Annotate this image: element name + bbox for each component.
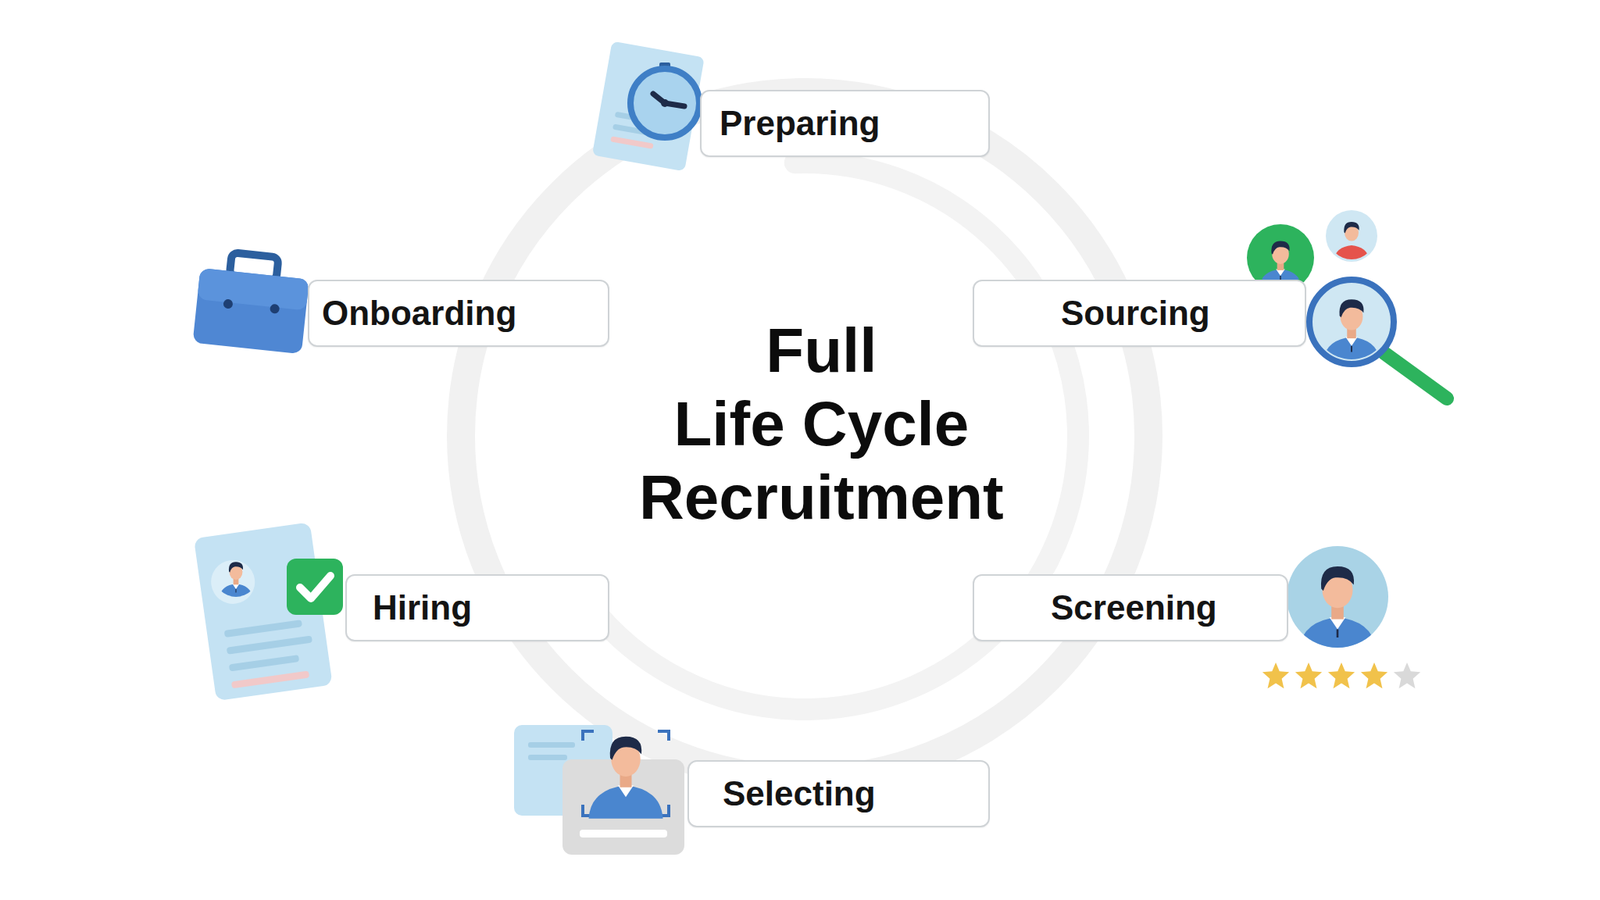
stage-label: Onboarding: [321, 294, 517, 333]
selection-card-icon: [514, 725, 685, 855]
stage-label: Hiring: [372, 589, 472, 627]
document-clock-icon: [592, 41, 705, 172]
stage-label: Screening: [1050, 589, 1218, 627]
stage-box: Preparing: [700, 89, 990, 158]
stage-box: Hiring: [345, 574, 610, 642]
diagram-title: Full Life Cycle Recruitment: [639, 314, 1004, 535]
stage-box: Onboarding: [307, 279, 610, 347]
stage-box: Sourcing: [972, 279, 1307, 347]
stage-box: Screening: [972, 574, 1289, 642]
stage-label: Selecting: [722, 775, 876, 813]
stage-box: Selecting: [687, 760, 990, 828]
resume-check-icon: [193, 521, 343, 701]
outer-ring: [460, 92, 1149, 780]
stage-label: Sourcing: [1060, 294, 1211, 333]
stage-label: Preparing: [719, 104, 880, 143]
briefcase-icon: [192, 249, 312, 354]
